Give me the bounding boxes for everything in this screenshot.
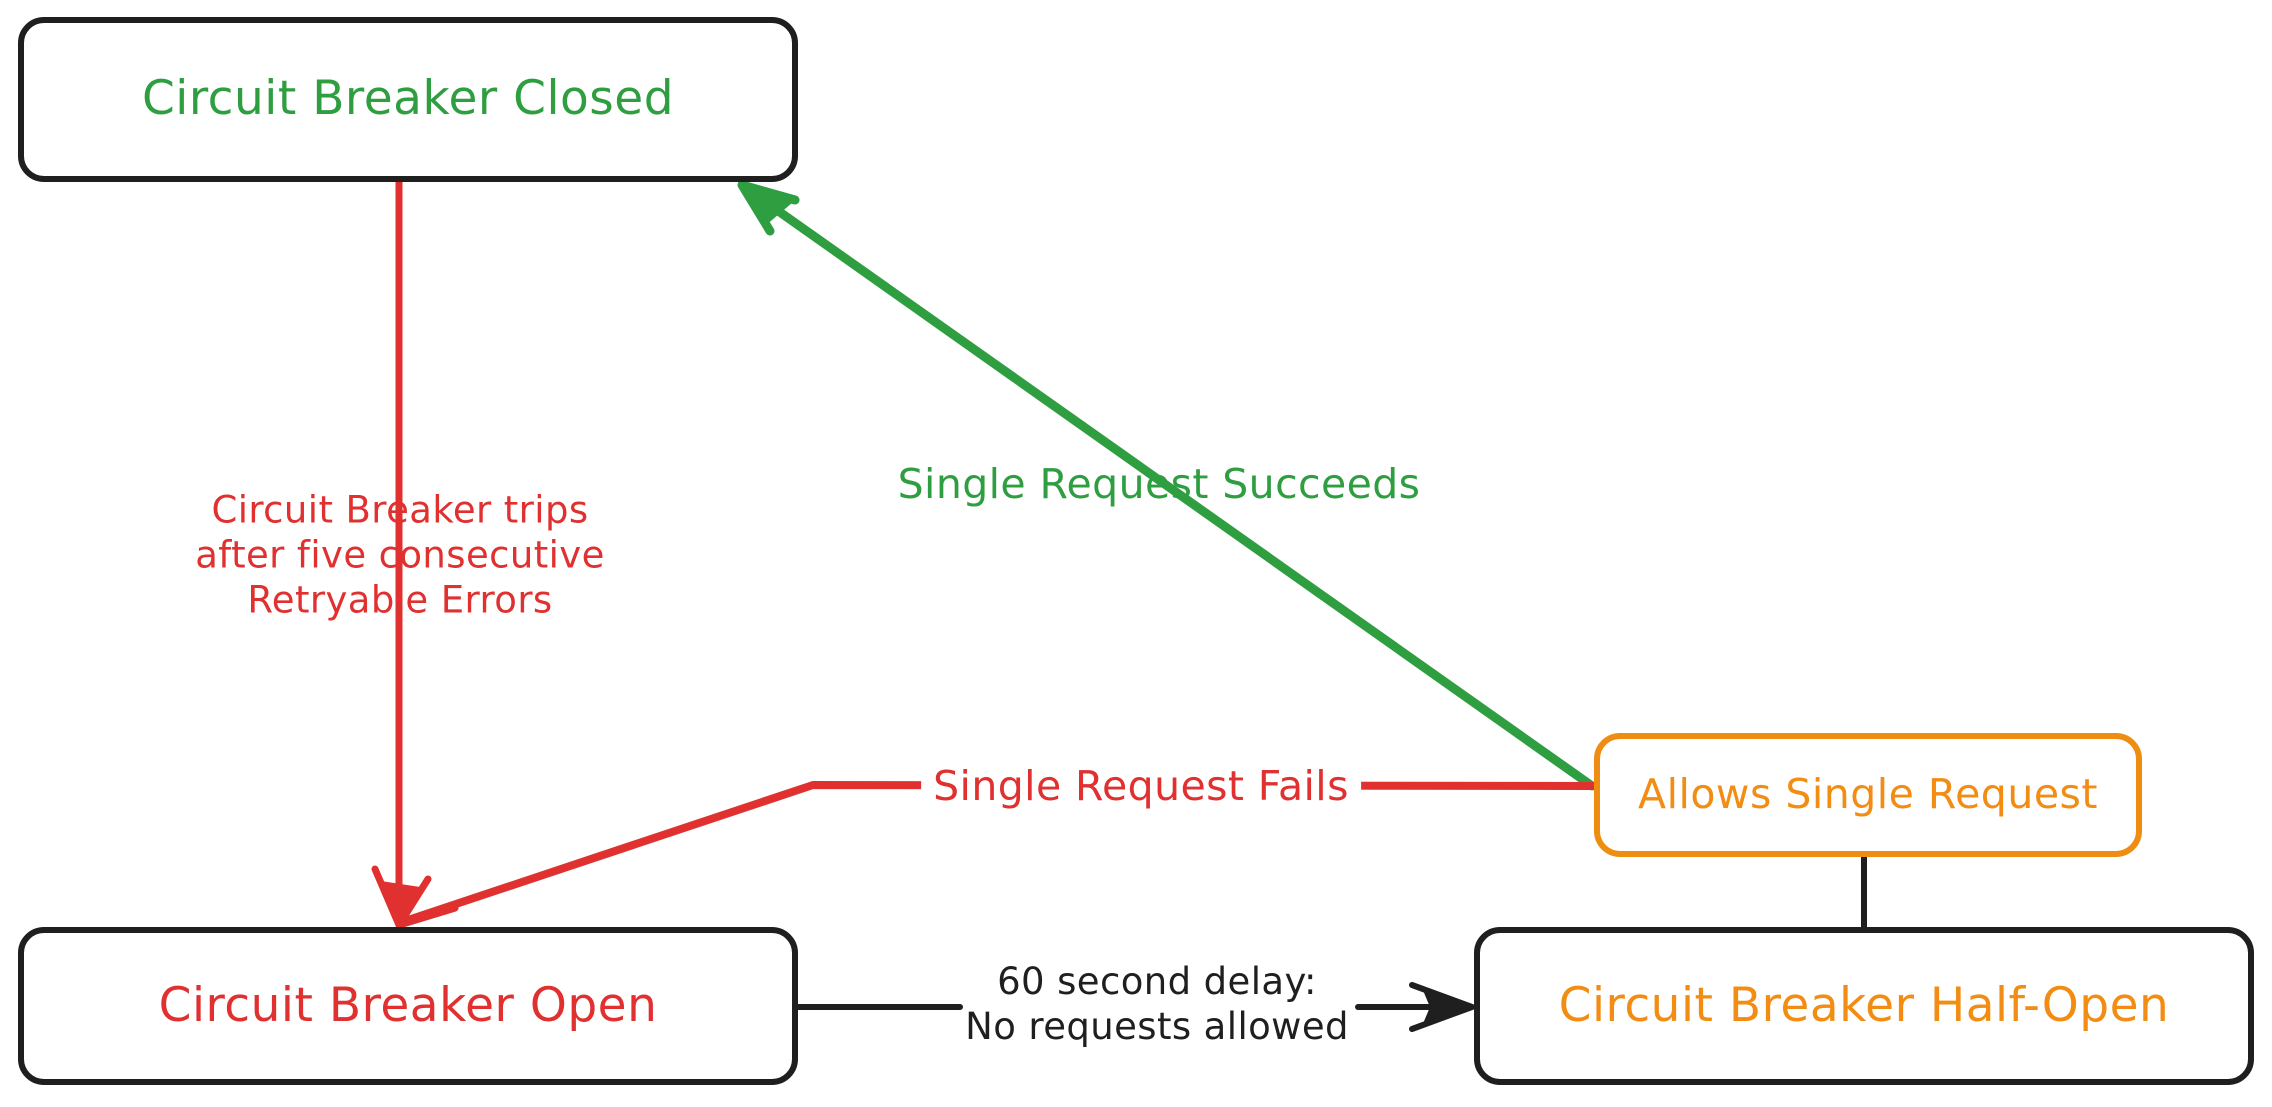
edge-label-closed-to-open: Circuit Breaker trips after five consecu… [195, 488, 605, 622]
edge-label-single-request-fails: Single Request Fails [921, 760, 1361, 812]
edge-label-60-second-delay: 60 second delay: No requests allowed [965, 959, 1349, 1048]
node-label-closed: Circuit Breaker Closed [141, 71, 675, 127]
node-circuit-breaker-open[interactable]: Circuit Breaker Open [18, 927, 798, 1085]
edge-label-single-request-succeeds: Single Request Succeeds [897, 459, 1421, 508]
node-circuit-breaker-closed[interactable]: Circuit Breaker Closed [18, 17, 798, 182]
node-circuit-breaker-half-open[interactable]: Circuit Breaker Half-Open [1474, 927, 2254, 1085]
node-allows-single-request[interactable]: Allows Single Request [1594, 733, 2142, 857]
node-label-allows-single-request: Allows Single Request [1638, 770, 2098, 819]
node-label-half-open: Circuit Breaker Half-Open [1558, 977, 2170, 1033]
node-label-open: Circuit Breaker Open [158, 977, 658, 1033]
